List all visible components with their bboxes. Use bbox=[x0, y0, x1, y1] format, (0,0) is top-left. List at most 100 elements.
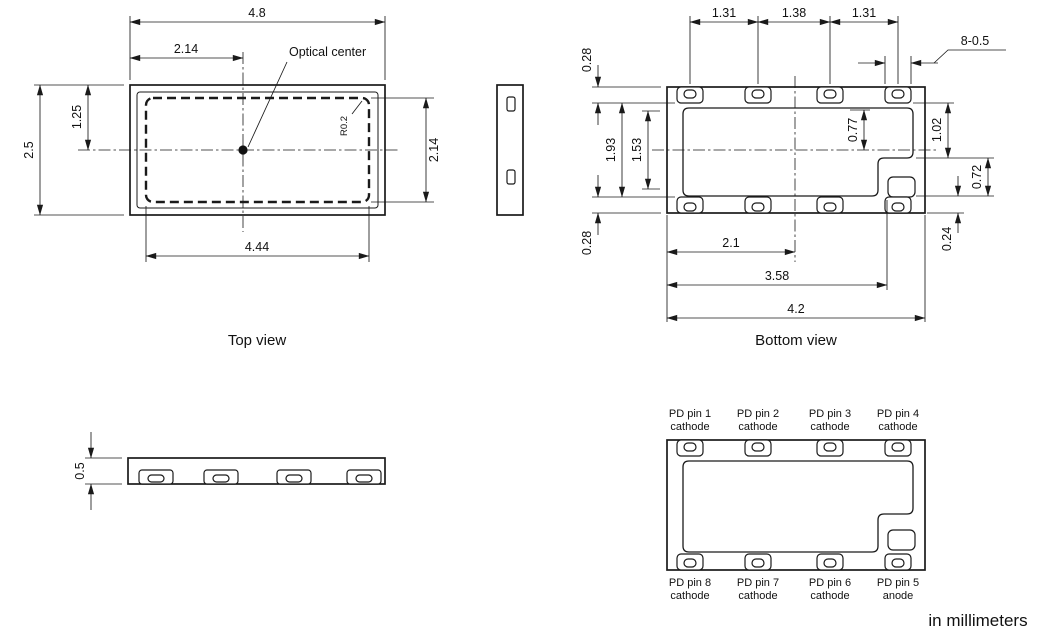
bv-pad-2 bbox=[744, 86, 772, 104]
dim-label: 1.31 bbox=[712, 6, 736, 20]
bottom-view: 1.31 1.38 1.31 8-0.5 0.28 1.93 bbox=[580, 6, 1006, 349]
fv-pad bbox=[276, 469, 312, 485]
dim-label: 0.24 bbox=[940, 227, 954, 251]
dim-label: 2.5 bbox=[22, 141, 36, 158]
pin-name: PD pin 8 bbox=[669, 577, 711, 589]
top-view-caption: Top view bbox=[228, 332, 287, 349]
pin-type: cathode bbox=[670, 590, 709, 602]
units-note: in millimeters bbox=[928, 611, 1027, 630]
dim-label: 0.28 bbox=[580, 48, 594, 72]
pin-label-7: PD pin 7 cathode bbox=[737, 577, 779, 602]
dim-label: 1.38 bbox=[782, 6, 806, 20]
pinout-pad-5 bbox=[884, 553, 912, 571]
front-view: 0.5 bbox=[73, 432, 386, 510]
bottom-view-caption: Bottom view bbox=[755, 332, 837, 349]
optical-center-label: Optical center bbox=[289, 45, 366, 59]
dim-label: 4.8 bbox=[248, 6, 265, 20]
fv-pad bbox=[138, 469, 174, 485]
pin-type: cathode bbox=[738, 590, 777, 602]
fv-pad bbox=[203, 469, 239, 485]
optical-center-callout: Optical center bbox=[247, 45, 366, 148]
pinout-pad-1 bbox=[676, 439, 704, 457]
dim-label: 4.2 bbox=[787, 302, 804, 316]
dim-optical-center-x: 2.14 bbox=[129, 42, 244, 62]
pin-type: cathode bbox=[670, 421, 709, 433]
dim-label: 1.31 bbox=[852, 6, 876, 20]
dim-cavity-to-center: 0.77 bbox=[846, 109, 870, 151]
pin-label-3: PD pin 3 cathode bbox=[809, 408, 851, 433]
dim-overall-width: 4.2 bbox=[666, 215, 926, 322]
corner-radius-callout: R0.2 bbox=[339, 100, 363, 136]
pinout-pad-8 bbox=[676, 553, 704, 571]
pin-name: PD pin 3 bbox=[809, 408, 851, 420]
dim-label: 3.58 bbox=[765, 269, 789, 283]
cavity-outline bbox=[682, 107, 914, 197]
dim-label: 1.25 bbox=[70, 105, 84, 129]
castellation-slot bbox=[506, 169, 516, 185]
anode-contact-pad bbox=[887, 176, 916, 198]
dim-window-height: 2.14 bbox=[371, 97, 441, 203]
pinout-pad-2 bbox=[744, 439, 772, 457]
dim-corner-gap: 0.24 bbox=[927, 176, 964, 251]
bv-pad-8 bbox=[676, 196, 704, 214]
pin-name: PD pin 7 bbox=[737, 577, 779, 589]
end-view bbox=[496, 84, 524, 216]
pinout-pad-3 bbox=[816, 439, 844, 457]
package-outline bbox=[666, 439, 926, 571]
pinout-pad-6 bbox=[816, 553, 844, 571]
sensing-window bbox=[144, 96, 371, 204]
dim-label: 2.14 bbox=[174, 42, 198, 56]
leader-line bbox=[247, 61, 288, 148]
pin-name: PD pin 2 bbox=[737, 408, 779, 420]
pinout-diagram: PD pin 1 cathode PD pin 2 cathode PD pin… bbox=[666, 408, 926, 602]
dim-optical-center-y: 1.25 bbox=[70, 84, 92, 151]
bv-pad-3 bbox=[816, 86, 844, 104]
bv-pad-7 bbox=[744, 196, 772, 214]
dim-label: 1.53 bbox=[630, 138, 644, 162]
dim-edge-to-pad-top: 0.28 bbox=[580, 48, 675, 125]
dim-edge-to-pad-bottom: 0.28 bbox=[580, 175, 661, 255]
leader-line bbox=[351, 100, 363, 115]
pin-label-8: PD pin 8 cathode bbox=[669, 577, 711, 602]
dim-pad-count-size: 8-0.5 bbox=[858, 34, 1006, 84]
bv-pad-4 bbox=[884, 86, 912, 104]
dim-label: 2.1 bbox=[722, 236, 739, 250]
dim-right-upper: 1.02 bbox=[913, 102, 994, 159]
pin-name: PD pin 1 bbox=[669, 408, 711, 420]
dim-label: 2.14 bbox=[427, 138, 441, 162]
pin-name: PD pin 6 bbox=[809, 577, 851, 589]
dim-window-width: 4.44 bbox=[145, 206, 370, 262]
dim-label: 0.5 bbox=[73, 462, 87, 479]
dim-notch-offset: 3.58 bbox=[666, 200, 888, 290]
fv-pad bbox=[346, 469, 382, 485]
dim-label: 8-0.5 bbox=[961, 34, 990, 48]
dim-notch-height: 0.72 bbox=[916, 157, 994, 197]
optical-center-dot bbox=[238, 145, 248, 155]
bv-pad-1 bbox=[676, 86, 704, 104]
pinout-pad-4 bbox=[884, 439, 912, 457]
dim-overall-height: 2.5 bbox=[22, 84, 124, 216]
dim-label: 1.93 bbox=[604, 138, 618, 162]
package-rim bbox=[136, 91, 379, 209]
pin-name: PD pin 5 bbox=[877, 577, 919, 589]
pin-type: cathode bbox=[810, 590, 849, 602]
dim-half-width: 2.1 bbox=[666, 215, 796, 322]
top-view: 4.8 2.14 Optical center 2.5 1.25 2.14 bbox=[22, 6, 441, 349]
pin-type: cathode bbox=[738, 421, 777, 433]
pin-label-2: PD pin 2 cathode bbox=[737, 408, 779, 433]
dim-label: R0.2 bbox=[339, 116, 350, 136]
pinout-pad-7 bbox=[744, 553, 772, 571]
pin-type: cathode bbox=[810, 421, 849, 433]
dim-label: 0.28 bbox=[580, 231, 594, 255]
bv-pad-5 bbox=[884, 196, 912, 214]
pin-label-5: PD pin 5 anode bbox=[877, 577, 919, 602]
bv-pad-6 bbox=[816, 196, 844, 214]
castellation-slot bbox=[506, 96, 516, 112]
pin-type: cathode bbox=[878, 421, 917, 433]
dim-label: 4.44 bbox=[245, 240, 269, 254]
cavity-outline bbox=[682, 460, 914, 553]
dim-label: 0.77 bbox=[846, 118, 860, 142]
dim-pad-pitches: 1.31 1.38 1.31 bbox=[689, 6, 899, 84]
